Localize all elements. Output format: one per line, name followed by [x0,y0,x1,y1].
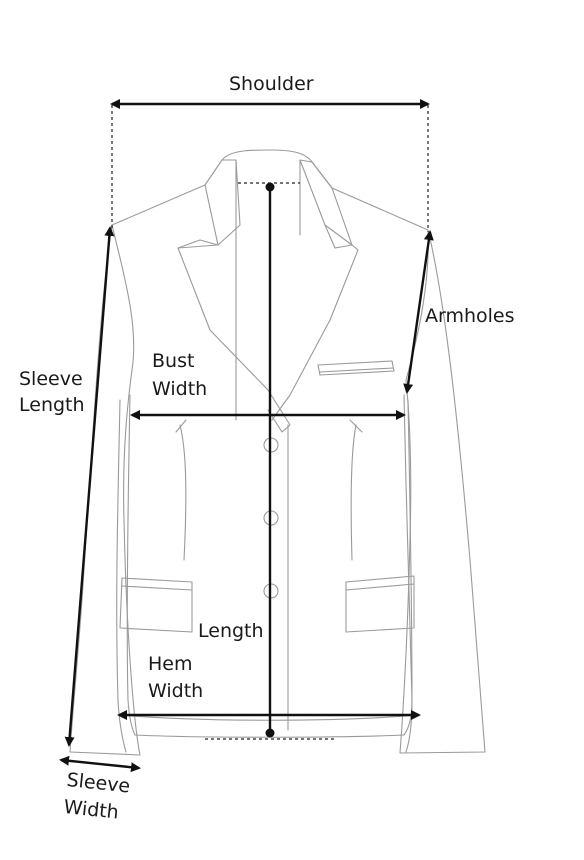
length-label: Length [198,620,264,642]
left-hip-pocket [119,577,193,633]
hem-width-label-line1: Hem [148,653,193,675]
hem-width-label-line2: Width [148,680,204,702]
left-lapel [177,244,291,433]
sleeve-length-label-line2: Length [19,394,85,416]
bust-width-label-line1: Bust [152,350,195,372]
armholes-arrow [403,230,434,394]
armholes-label: Armholes [425,305,515,327]
length-bottom-dot [265,728,275,738]
jacket-outline [69,149,486,756]
right-hip-pocket [345,575,415,633]
breast-pocket [317,360,395,376]
shoulder-label: Shoulder [229,73,314,95]
bust-width-label-line2: Width [152,378,208,400]
right-lapel [271,244,359,421]
sleeve-length-label-line1: Sleeve [19,368,83,390]
collar [204,159,241,246]
measurement-arrows [59,99,434,773]
body-left-side [111,149,429,231]
length-top-dot [265,182,275,192]
sleeve-width-arrow [59,755,141,773]
sleeve-length-arrow [64,226,115,747]
